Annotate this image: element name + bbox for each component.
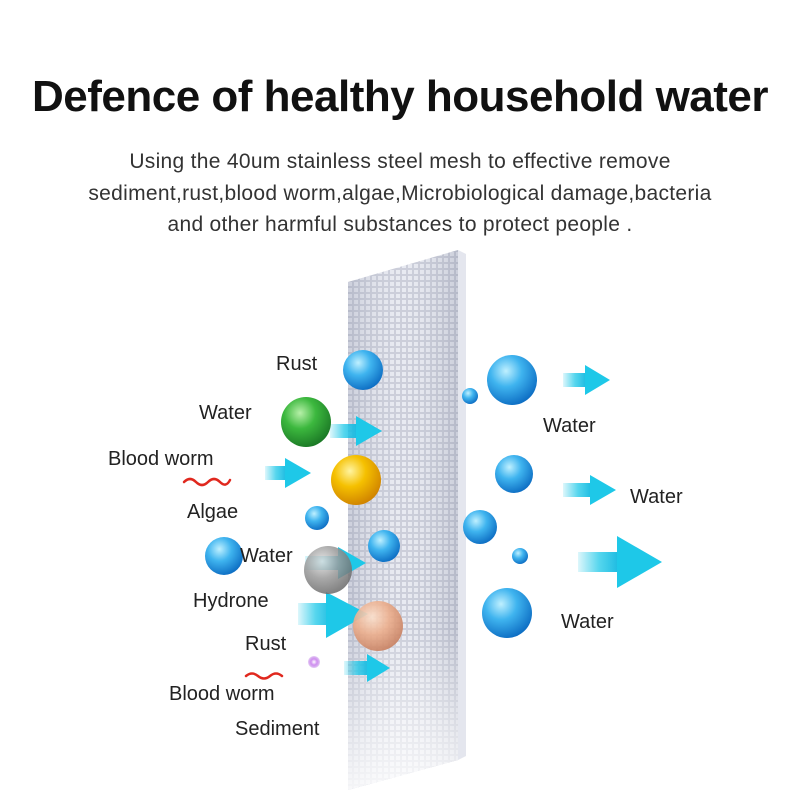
water-particle [495,455,533,493]
purple-particle [308,656,320,668]
description-line-2: sediment,rust,blood worm,algae,Microbiol… [88,182,712,205]
blood-worm-icon [244,672,284,680]
label-rust-2: Rust [245,633,287,655]
arrow-icon [344,654,390,682]
water-particle [482,588,532,638]
arrow-icon [330,416,382,446]
water-particle [512,548,528,564]
label-water-right-2: Water [630,486,683,508]
description-line-3: and other harmful substances to protect … [167,213,633,236]
description-line-1: Using the 40um stainless steel mesh to e… [129,150,671,173]
sediment-particle [353,601,403,651]
arrow-icon [265,458,311,488]
label-sediment: Sediment [235,718,320,740]
water-particle [368,530,400,562]
label-water-right-1: Water [543,415,596,437]
label-blood-worm-2: Blood worm [169,683,275,705]
label-hydrone: Hydrone [193,590,269,612]
water-particle [205,537,243,575]
water-particle [487,355,537,405]
rust-particle [343,350,383,390]
label-water-right-3: Water [561,611,614,633]
arrow-icon [563,475,616,505]
arrow-icon [563,365,610,395]
water-particle [305,506,329,530]
yellow-particle [331,455,381,505]
label-rust-1: Rust [276,353,318,375]
label-blood-worm-1: Blood worm [108,448,214,470]
water-particle [463,510,497,544]
arrow-icon [578,536,662,588]
algae-particle [281,397,331,447]
page-title: Defence of healthy household water [31,72,769,121]
arrow-icon [298,592,368,638]
steel-mesh-panel [348,250,466,790]
label-water-2: Water [240,545,293,567]
blood-worm-icon [182,477,232,487]
label-algae: Algae [187,501,238,523]
label-water-1: Water [199,402,252,424]
water-particle [462,388,478,404]
hydrone-particle [304,546,352,594]
